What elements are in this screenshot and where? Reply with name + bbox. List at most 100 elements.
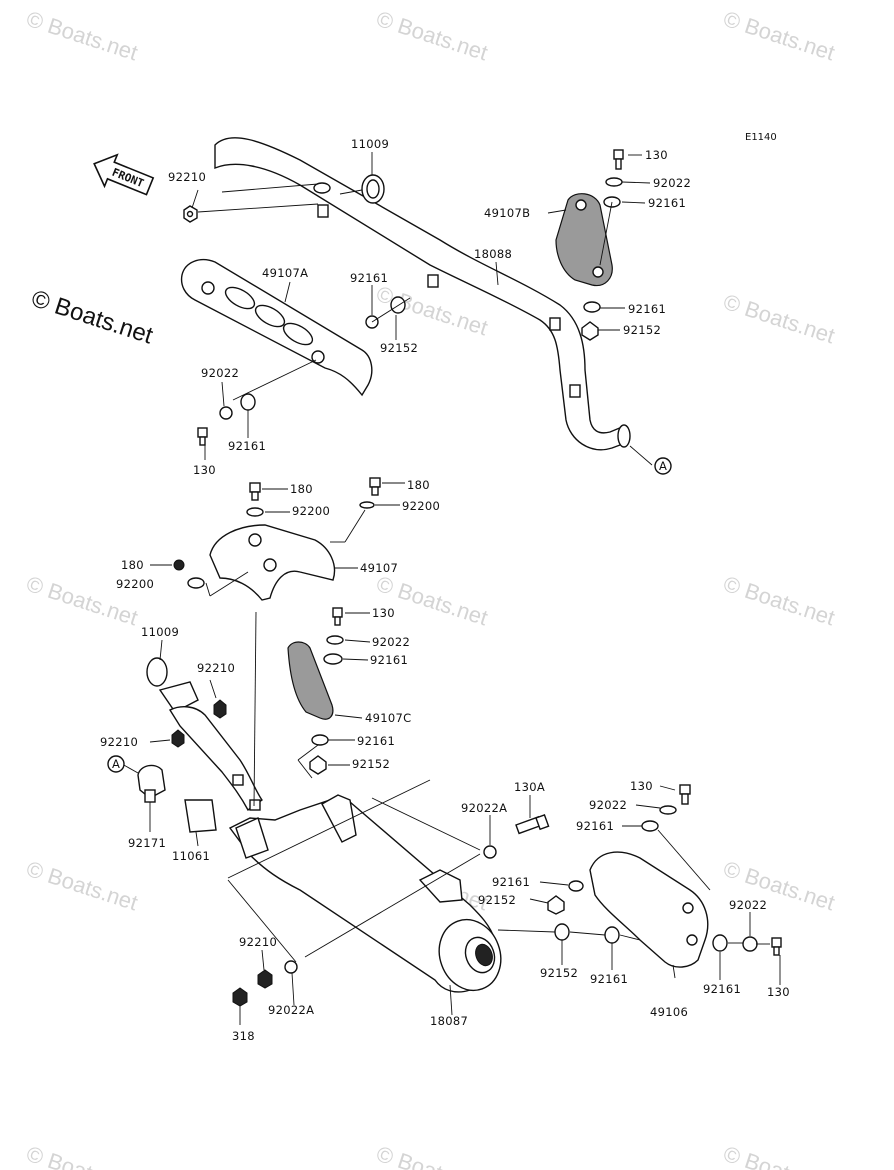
callout-label: 92171 [128,836,166,850]
washer-92200-icon [359,501,375,509]
callout-label: 92210 [100,735,138,749]
watermark: © Boats.net [373,6,490,65]
callout-label: 92022 [201,366,239,380]
heat-guard-49107B [555,193,613,287]
boats-net-logo: © Boats.net [28,285,156,350]
bolt-130-icon [679,784,691,805]
callout-label: 130 [767,985,790,999]
callout-label: 180 [407,478,430,492]
callout-label: 92200 [116,577,154,591]
nut-318-icon [232,987,248,1007]
callout-label: 49106 [650,1005,688,1019]
collar-92152-icon [547,895,565,915]
heat-guard-49107 [209,524,336,601]
reference-a-marker [654,457,672,475]
leader-lines [121,152,781,1025]
callout-label: 180 [290,482,313,496]
callout-label: 92161 [648,196,686,210]
watermark: © Boats.net [720,289,837,348]
callout-label: 92161 [703,982,741,996]
callout-label: 92152 [380,341,418,355]
washer-92161-icon [641,820,659,832]
callout-label: 92152 [352,757,390,771]
pipe-bracket-icon [232,774,244,786]
watermark: © Boats.net [373,281,490,340]
washer-92022-icon [742,936,758,952]
callout-label: 130 [372,606,395,620]
muffler-18087 [228,794,502,993]
nut-92210-icon [183,205,198,223]
washer-92161-icon [311,734,329,746]
washer-92161-icon [323,653,343,665]
gasket-11009-icon [146,657,168,687]
reference-a-marker [107,755,125,773]
collar-92152-icon [390,296,406,314]
callout-a: A [112,757,120,771]
watermark: © Boats.net [23,6,140,65]
washer-92161-icon [583,301,601,313]
washer-92161-icon [568,880,584,892]
watermark: © Boats.net [23,856,140,915]
callout-label: 49107 [360,561,398,575]
pipe-bracket-icon [249,799,261,811]
pipe-bracket-icon [549,317,561,331]
callout-label: 92022 [589,798,627,812]
bolt-130-icon [613,149,624,170]
callout-label: 130A [514,780,545,794]
callout-label: 92161 [350,271,388,285]
callout-label: 130 [630,779,653,793]
callout-label: 92152 [623,323,661,337]
washer-92161-icon [240,393,256,411]
bolt-180-icon [249,482,261,501]
watermark: © Boats.net [373,1141,490,1170]
callout-label: 92161 [228,439,266,453]
callout-label: 11009 [141,625,179,639]
nut-92210-icon [171,729,185,748]
callout-label: 318 [232,1029,255,1043]
watermark: © Boats.net [373,571,490,630]
watermark: © Boats.net [720,6,837,65]
pipe-bracket-icon [569,384,581,398]
washer-92200-icon [246,507,264,517]
callout-label: 49107C [365,711,411,725]
front-arrow-icon: FRONT [93,153,155,196]
washer-92161-icon [604,926,620,944]
callout-label: 180 [121,558,144,572]
callout-label: 92161 [492,875,530,889]
callout-label: 92022A [461,801,507,815]
callout-label: 49107B [484,206,530,220]
washer-92022-icon [326,635,344,645]
exhaust-pipe-18088 [214,137,631,451]
callout-label: 92200 [292,504,330,518]
callout-label: 130 [193,463,216,477]
callout-a: A [659,459,667,473]
washer-92022-icon [659,805,677,815]
diagram-code: E1140 [745,132,777,143]
callout-label: 92210 [197,661,235,675]
pipe-bracket-icon [427,274,439,288]
callout-label: 92152 [540,966,578,980]
clamp-92171-icon [137,764,166,803]
watermark: © Boats.net [720,571,837,630]
heat-guard-49107A [180,258,373,397]
washer-92022-icon [219,406,233,420]
connector-11061-icon [184,799,217,833]
nut-92210-icon [257,969,273,989]
washer-92022A-icon [284,960,298,974]
pipe-bracket-icon [317,204,329,218]
callout-label: 130 [645,148,668,162]
callout-label: 92161 [576,819,614,833]
washer-92022-icon [605,177,623,187]
collar-92152-icon [581,321,599,341]
callout-label: 92161 [357,734,395,748]
callout-label: 92022 [729,898,767,912]
bolt-130-icon [332,607,343,626]
callout-label: 49107A [262,266,308,280]
callout-label: 18088 [474,247,512,261]
bolt-130-icon [197,427,208,446]
bolt-130A-icon [515,814,550,835]
collar-92152-icon [554,923,570,941]
callout-label: 92022 [372,635,410,649]
